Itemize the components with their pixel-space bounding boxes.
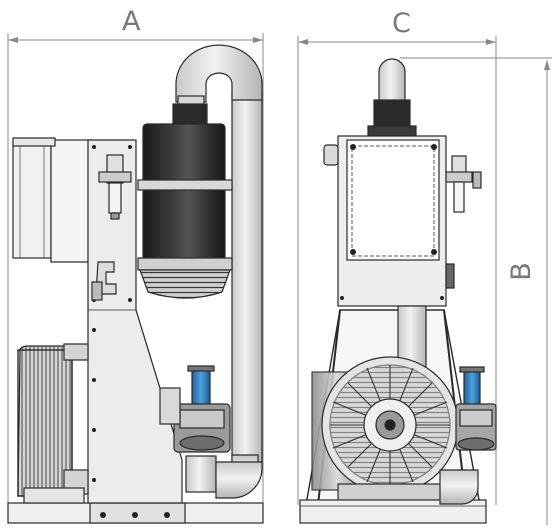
dimension-label-a: A	[122, 6, 141, 37]
blower-front	[17, 343, 89, 504]
valve-front	[159, 365, 231, 453]
air-filter-front	[137, 103, 233, 299]
blower-side	[299, 356, 487, 524]
side-view	[299, 58, 497, 524]
front-view	[7, 44, 264, 524]
dimension-label-c: C	[392, 8, 411, 39]
dimension-label-b: B	[505, 262, 537, 281]
control-box	[12, 137, 92, 263]
exhaust-pipe-side	[367, 58, 417, 137]
air-regulator-side	[445, 155, 482, 289]
valve-side	[439, 366, 497, 505]
panel-box-side	[323, 135, 447, 307]
suction-pipe-front	[175, 44, 263, 499]
air-regulator-front	[98, 154, 132, 220]
bracket-front	[91, 261, 117, 301]
